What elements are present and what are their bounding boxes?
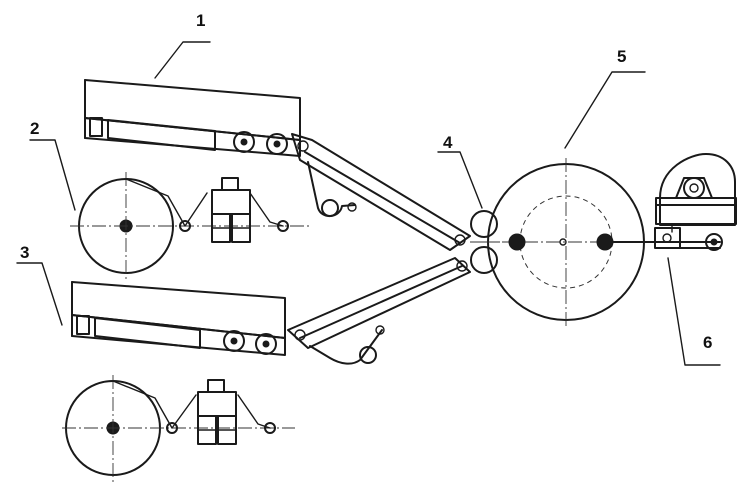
nip-rollers: [470, 210, 500, 274]
label-5: 5: [617, 47, 626, 66]
upper-arm: [291, 133, 471, 251]
upper-table: [84, 79, 301, 157]
label-6: 6: [703, 333, 712, 352]
leader-lines: [16, 41, 721, 366]
upper-tension-device: [211, 177, 251, 243]
upper-unwind-roll: [70, 172, 310, 282]
lower-unwind-roll: [62, 375, 295, 485]
callout-labels: 1 2 3 4 5 6: [20, 11, 712, 352]
label-2: 2: [30, 119, 39, 138]
label-1: 1: [196, 11, 205, 30]
label-4: 4: [443, 133, 453, 152]
lower-table: [71, 281, 286, 356]
lower-tension-device: [197, 379, 237, 445]
rewind-assembly: [604, 153, 737, 251]
lower-table-rollers: [223, 330, 277, 355]
upper-table-rollers: [233, 131, 288, 155]
label-3: 3: [20, 243, 29, 262]
lower-arm: [287, 257, 471, 365]
